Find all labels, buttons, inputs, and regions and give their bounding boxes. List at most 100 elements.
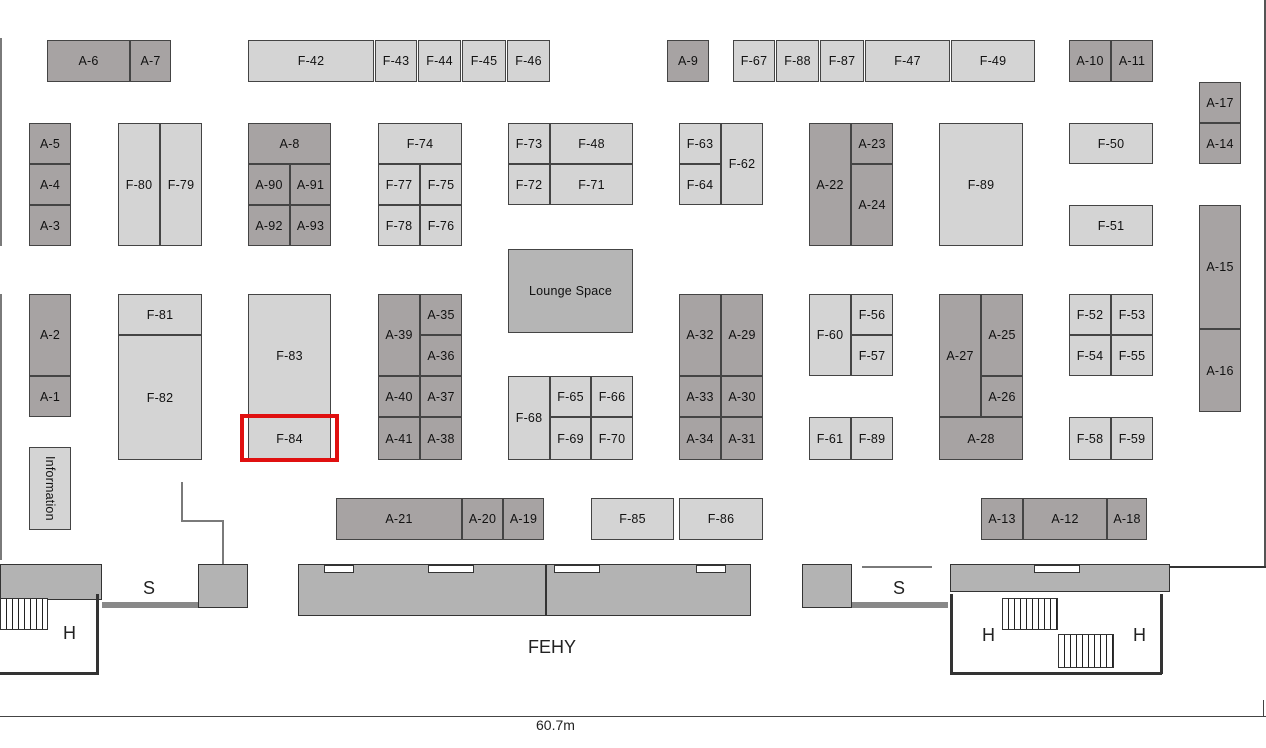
booth-f-74[interactable]: F-74 (378, 123, 462, 164)
booth-a-26[interactable]: A-26 (981, 376, 1023, 417)
booth-f-61[interactable]: F-61 (809, 417, 851, 460)
booth-a-8[interactable]: A-8 (248, 123, 331, 164)
booth-a-10[interactable]: A-10 (1069, 40, 1111, 82)
booth-f-43[interactable]: F-43 (375, 40, 417, 82)
booth-f-88[interactable]: F-88 (776, 40, 819, 82)
booth-a-24[interactable]: A-24 (851, 164, 893, 246)
booth-a-1[interactable]: A-1 (29, 376, 71, 417)
booth-f-82[interactable]: F-82 (118, 335, 202, 460)
booth-a-2[interactable]: A-2 (29, 294, 71, 376)
booth-f-44[interactable]: F-44 (418, 40, 461, 82)
booth-f-79[interactable]: F-79 (160, 123, 202, 246)
booth-f-89[interactable]: F-89 (851, 417, 893, 460)
booth-a-15[interactable]: A-15 (1199, 205, 1241, 329)
booth-f-83[interactable]: F-83 (248, 294, 331, 417)
booth-f-47[interactable]: F-47 (865, 40, 950, 82)
booth-lounge-space[interactable]: Lounge Space (508, 249, 633, 333)
booth-a-6[interactable]: A-6 (47, 40, 130, 82)
booth-a-5[interactable]: A-5 (29, 123, 71, 164)
booth-f-87[interactable]: F-87 (820, 40, 864, 82)
booth-f-77[interactable]: F-77 (378, 164, 420, 205)
booth-a-30[interactable]: A-30 (721, 376, 763, 417)
booth-a-33[interactable]: A-33 (679, 376, 721, 417)
booth-a-14[interactable]: A-14 (1199, 123, 1241, 164)
booth-f-51[interactable]: F-51 (1069, 205, 1153, 246)
booth-f-72[interactable]: F-72 (508, 164, 550, 205)
booth-f-42[interactable]: F-42 (248, 40, 374, 82)
booth-f-64[interactable]: F-64 (679, 164, 721, 205)
booth-f-73[interactable]: F-73 (508, 123, 550, 164)
booth-f-66[interactable]: F-66 (591, 376, 633, 417)
booth-a-41[interactable]: A-41 (378, 417, 420, 460)
booth-f-48[interactable]: F-48 (550, 123, 633, 164)
booth-f-49[interactable]: F-49 (951, 40, 1035, 82)
booth-a-39[interactable]: A-39 (378, 294, 420, 376)
booth-a-32[interactable]: A-32 (679, 294, 721, 376)
booth-a-31[interactable]: A-31 (721, 417, 763, 460)
booth-label: A-41 (385, 431, 413, 446)
booth-a-13[interactable]: A-13 (981, 498, 1023, 540)
booth-f-85[interactable]: F-85 (591, 498, 674, 540)
booth-f-56[interactable]: F-56 (851, 294, 893, 335)
booth-a-34[interactable]: A-34 (679, 417, 721, 460)
booth-f-65[interactable]: F-65 (550, 376, 591, 417)
booth-a-16[interactable]: A-16 (1199, 329, 1241, 412)
booth-f-67[interactable]: F-67 (733, 40, 775, 82)
booth-a-90[interactable]: A-90 (248, 164, 290, 205)
booth-f-69[interactable]: F-69 (550, 417, 591, 460)
booth-f-78[interactable]: F-78 (378, 205, 420, 246)
booth-a-23[interactable]: A-23 (851, 123, 893, 164)
booth-f-50[interactable]: F-50 (1069, 123, 1153, 164)
booth-f-63[interactable]: F-63 (679, 123, 721, 164)
booth-f-45[interactable]: F-45 (462, 40, 506, 82)
booth-a-91[interactable]: A-91 (290, 164, 331, 205)
booth-a-11[interactable]: A-11 (1111, 40, 1153, 82)
booth-a-9[interactable]: A-9 (667, 40, 709, 82)
booth-f-75[interactable]: F-75 (420, 164, 462, 205)
booth-a-12[interactable]: A-12 (1023, 498, 1107, 540)
booth-label: F-74 (406, 136, 434, 151)
booth-a-17[interactable]: A-17 (1199, 82, 1241, 123)
booth-f-59[interactable]: F-59 (1111, 417, 1153, 460)
booth-a-7[interactable]: A-7 (130, 40, 171, 82)
booth-a-27[interactable]: A-27 (939, 294, 981, 417)
booth-a-93[interactable]: A-93 (290, 205, 331, 246)
booth-f-86[interactable]: F-86 (679, 498, 763, 540)
booth-information[interactable]: Information (29, 447, 71, 530)
booth-label: A-15 (1206, 260, 1234, 274)
booth-a-18[interactable]: A-18 (1107, 498, 1147, 540)
booth-a-37[interactable]: A-37 (420, 376, 462, 417)
booth-f-68[interactable]: F-68 (508, 376, 550, 460)
booth-a-19[interactable]: A-19 (503, 498, 544, 540)
booth-f-58[interactable]: F-58 (1069, 417, 1111, 460)
booth-f-76[interactable]: F-76 (420, 205, 462, 246)
booth-f-71[interactable]: F-71 (550, 164, 633, 205)
booth-f-60[interactable]: F-60 (809, 294, 851, 376)
booth-f-54[interactable]: F-54 (1069, 335, 1111, 376)
booth-a-29[interactable]: A-29 (721, 294, 763, 376)
booth-a-38[interactable]: A-38 (420, 417, 462, 460)
booth-f-57[interactable]: F-57 (851, 335, 893, 376)
booth-f-62[interactable]: F-62 (721, 123, 763, 205)
booth-a-35[interactable]: A-35 (420, 294, 462, 335)
booth-a-21[interactable]: A-21 (336, 498, 462, 540)
booth-f-46[interactable]: F-46 (507, 40, 550, 82)
booth-label: F-69 (557, 431, 584, 446)
booth-a-40[interactable]: A-40 (378, 376, 420, 417)
booth-f-80[interactable]: F-80 (118, 123, 160, 246)
booth-a-3[interactable]: A-3 (29, 205, 71, 246)
booth-f-84[interactable]: F-84 (248, 417, 331, 460)
booth-a-25[interactable]: A-25 (981, 294, 1023, 376)
booth-f-89[interactable]: F-89 (939, 123, 1023, 246)
booth-a-4[interactable]: A-4 (29, 164, 71, 205)
booth-f-81[interactable]: F-81 (118, 294, 202, 335)
booth-f-55[interactable]: F-55 (1111, 335, 1153, 376)
booth-a-92[interactable]: A-92 (248, 205, 290, 246)
booth-f-52[interactable]: F-52 (1069, 294, 1111, 335)
booth-f-53[interactable]: F-53 (1111, 294, 1153, 335)
booth-a-36[interactable]: A-36 (420, 335, 462, 376)
booth-a-22[interactable]: A-22 (809, 123, 851, 246)
booth-a-20[interactable]: A-20 (462, 498, 503, 540)
booth-a-28[interactable]: A-28 (939, 417, 1023, 460)
booth-f-70[interactable]: F-70 (591, 417, 633, 460)
